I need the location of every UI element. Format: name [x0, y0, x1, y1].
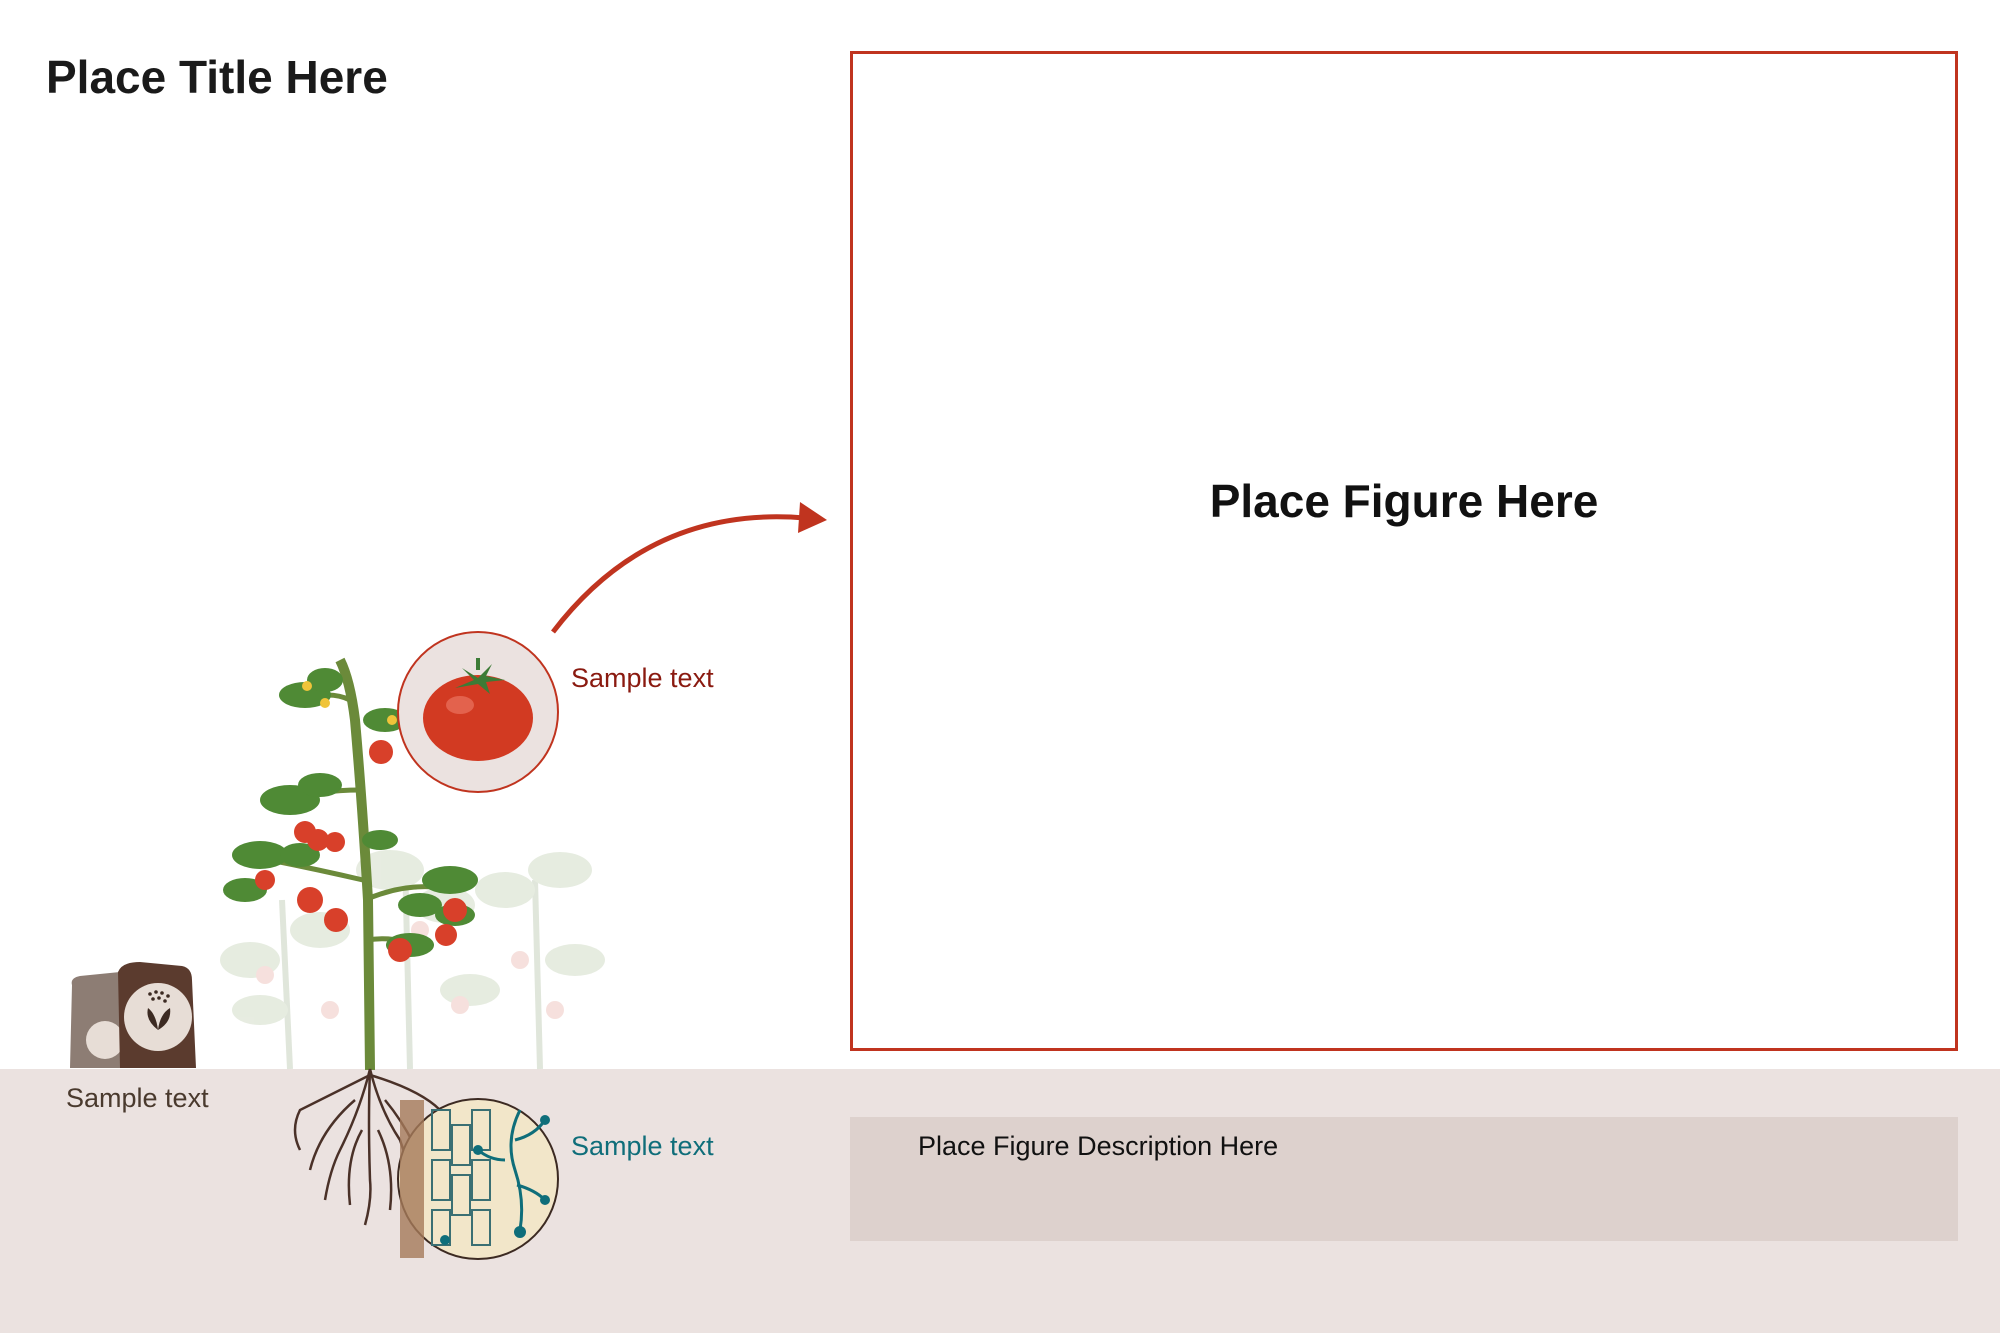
root-cells-callout-icon: [397, 1098, 559, 1260]
arrow-icon: [551, 502, 827, 634]
tomato-callout-icon: [397, 631, 559, 793]
tomato-plant-icon: [223, 657, 478, 1071]
figure-placeholder-label: Place Figure Here: [1209, 475, 1599, 527]
fertilizer-bag-icon: [70, 962, 196, 1068]
roots-callout-label: Sample text: [571, 1131, 714, 1161]
fertilizer-label: Sample text: [66, 1083, 209, 1113]
tomato-callout-label: Sample text: [571, 663, 714, 693]
figure-description-label: Place Figure Description Here: [918, 1131, 1279, 1161]
figure-description-box: Place Figure Description Here: [850, 1117, 1958, 1241]
background-plants-icon: [220, 850, 605, 1070]
page-title: Place Title Here: [46, 51, 388, 103]
figure-placeholder: Place Figure Here: [850, 51, 1958, 1051]
